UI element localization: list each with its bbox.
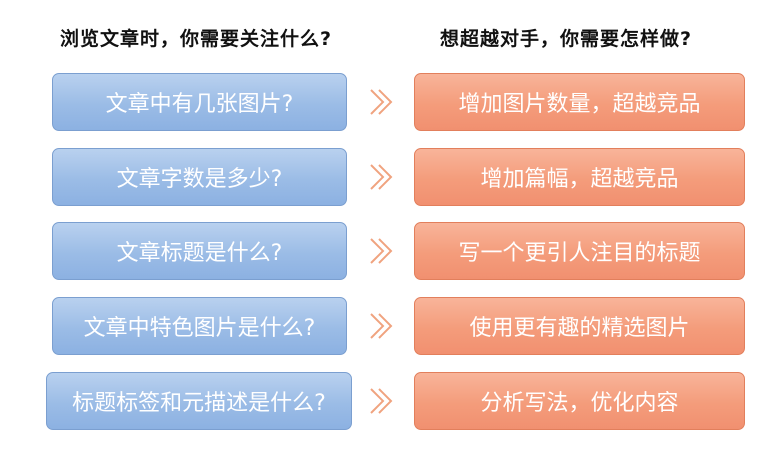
- question-box: 文章中有几张图片?: [52, 73, 347, 131]
- double-chevron-right-icon: [370, 89, 393, 115]
- flow-row: 文章中有几张图片? 增加图片数量，超越竞品: [0, 73, 778, 131]
- question-box: 文章中特色图片是什么?: [52, 297, 347, 355]
- question-box: 标题标签和元描述是什么?: [46, 372, 352, 430]
- left-column-header: 浏览文章时，你需要关注什么?: [60, 28, 333, 50]
- flow-row: 文章字数是多少? 增加篇幅，超越竞品: [0, 148, 778, 206]
- question-box: 文章字数是多少?: [52, 148, 347, 206]
- flow-row: 标题标签和元描述是什么? 分析写法，优化内容: [0, 372, 778, 430]
- answer-box: 增加图片数量，超越竞品: [414, 73, 745, 131]
- flow-row: 文章标题是什么? 写一个更引人注目的标题: [0, 222, 778, 280]
- right-column-header: 想超越对手，你需要怎样做?: [440, 28, 693, 50]
- answer-box: 写一个更引人注目的标题: [414, 222, 745, 280]
- answer-box: 增加篇幅，超越竞品: [414, 148, 745, 206]
- double-chevron-right-icon: [370, 164, 393, 190]
- question-box: 文章标题是什么?: [52, 222, 347, 280]
- answer-box: 使用更有趣的精选图片: [414, 297, 745, 355]
- double-chevron-right-icon: [370, 238, 393, 264]
- answer-box: 分析写法，优化内容: [414, 372, 745, 430]
- double-chevron-right-icon: [370, 388, 393, 414]
- flow-row: 文章中特色图片是什么? 使用更有趣的精选图片: [0, 297, 778, 355]
- double-chevron-right-icon: [370, 313, 393, 339]
